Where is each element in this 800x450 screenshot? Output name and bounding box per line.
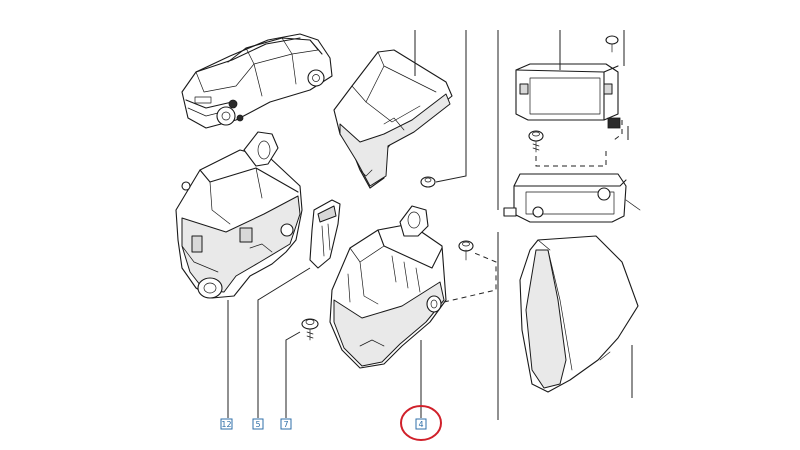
- screw-right-tray: [458, 240, 474, 261]
- nut-top: [420, 176, 436, 188]
- screw-fasteners: [301, 35, 619, 341]
- bracket-5-part: [309, 199, 341, 269]
- screw-module: [528, 130, 544, 153]
- lower-tray-part: [329, 205, 447, 369]
- callout-12[interactable]: 12: [220, 418, 233, 430]
- large-cover-part: [519, 235, 639, 393]
- electronic-module-part: [515, 63, 621, 129]
- mounting-plate-part: [503, 173, 641, 223]
- callout-5[interactable]: 5: [252, 418, 264, 430]
- screw-top-right: [605, 35, 619, 53]
- callout-12-label: 12: [221, 420, 231, 429]
- screw-7: [301, 318, 319, 341]
- callout-5-label: 5: [255, 420, 260, 429]
- air-filter-housing-part: [175, 131, 303, 299]
- callout-7[interactable]: 7: [280, 418, 292, 430]
- upper-cover-part: [333, 49, 453, 189]
- highlight-circle: [400, 405, 442, 441]
- callout-4-label: 4: [418, 420, 423, 429]
- callout-4[interactable]: 4: [415, 418, 427, 430]
- leader-lines: [227, 30, 633, 420]
- callout-7-label: 7: [283, 420, 288, 429]
- car-illustration: [181, 33, 333, 129]
